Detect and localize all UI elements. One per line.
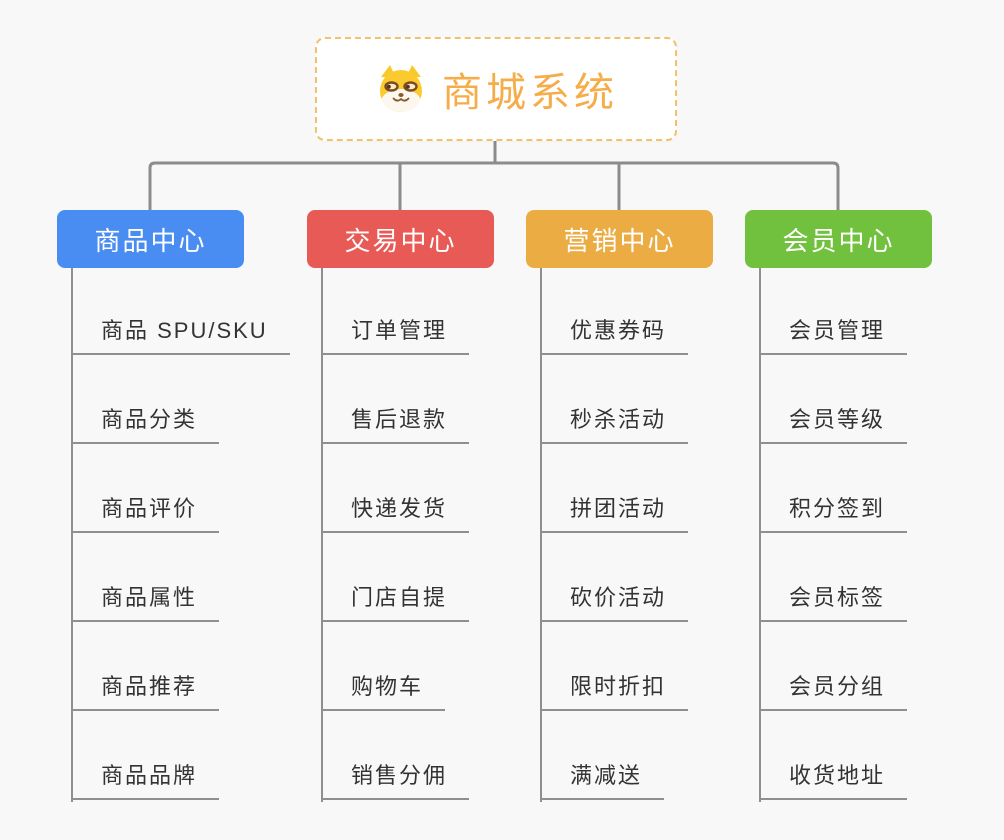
branch-trunk-line	[759, 268, 761, 802]
root-node[interactable]: 商城系统	[315, 37, 677, 141]
child-topic[interactable]: 订单管理	[321, 319, 470, 355]
branch-header-2[interactable]: 营销中心	[526, 210, 713, 268]
branch-0: 商品中心 商品 SPU/SKU 商品分类商品评价商品属性商品推荐商品品牌	[57, 210, 312, 810]
child-topic[interactable]: 会员等级	[759, 408, 908, 444]
child-topic[interactable]: 门店自提	[321, 586, 470, 622]
shiba-dog-icon	[374, 64, 428, 114]
child-topic[interactable]: 拼团活动	[540, 497, 689, 533]
branch-trunk-line	[321, 268, 323, 802]
child-topic[interactable]: 积分签到	[759, 497, 908, 533]
child-topic[interactable]: 商品品牌	[71, 764, 220, 800]
branch-2: 营销中心 优惠券码秒杀活动拼团活动砍价活动限时折扣满减送	[526, 210, 781, 810]
child-topic[interactable]: 秒杀活动	[540, 408, 689, 444]
child-topic[interactable]: 购物车	[321, 675, 446, 711]
child-topic[interactable]: 商品 SPU/SKU	[71, 319, 290, 355]
child-topic[interactable]: 快递发货	[321, 497, 470, 533]
root-title: 商城系统	[442, 71, 618, 115]
child-topic[interactable]: 商品评价	[71, 497, 220, 533]
child-topic[interactable]: 会员管理	[759, 319, 908, 355]
branch-trunk-line	[540, 268, 542, 802]
child-topic[interactable]: 收货地址	[759, 764, 908, 800]
child-topic[interactable]: 会员分组	[759, 675, 908, 711]
child-topic[interactable]: 销售分佣	[321, 764, 470, 800]
child-topic[interactable]: 满减送	[540, 764, 665, 800]
child-topic[interactable]: 限时折扣	[540, 675, 689, 711]
branch-header-1[interactable]: 交易中心	[307, 210, 494, 268]
child-topic[interactable]: 商品分类	[71, 408, 220, 444]
child-topic[interactable]: 售后退款	[321, 408, 470, 444]
child-topic[interactable]: 商品属性	[71, 586, 220, 622]
child-topic[interactable]: 砍价活动	[540, 586, 689, 622]
branch-trunk-line	[71, 268, 73, 802]
branch-header-3[interactable]: 会员中心	[745, 210, 932, 268]
branch-1: 交易中心 订单管理售后退款快递发货门店自提购物车销售分佣	[307, 210, 562, 810]
branch-3: 会员中心 会员管理会员等级积分签到会员标签会员分组收货地址	[745, 210, 1000, 810]
branch-header-0[interactable]: 商品中心	[57, 210, 244, 268]
child-topic[interactable]: 商品推荐	[71, 675, 220, 711]
child-topic[interactable]: 优惠券码	[540, 319, 689, 355]
child-topic[interactable]: 会员标签	[759, 586, 908, 622]
